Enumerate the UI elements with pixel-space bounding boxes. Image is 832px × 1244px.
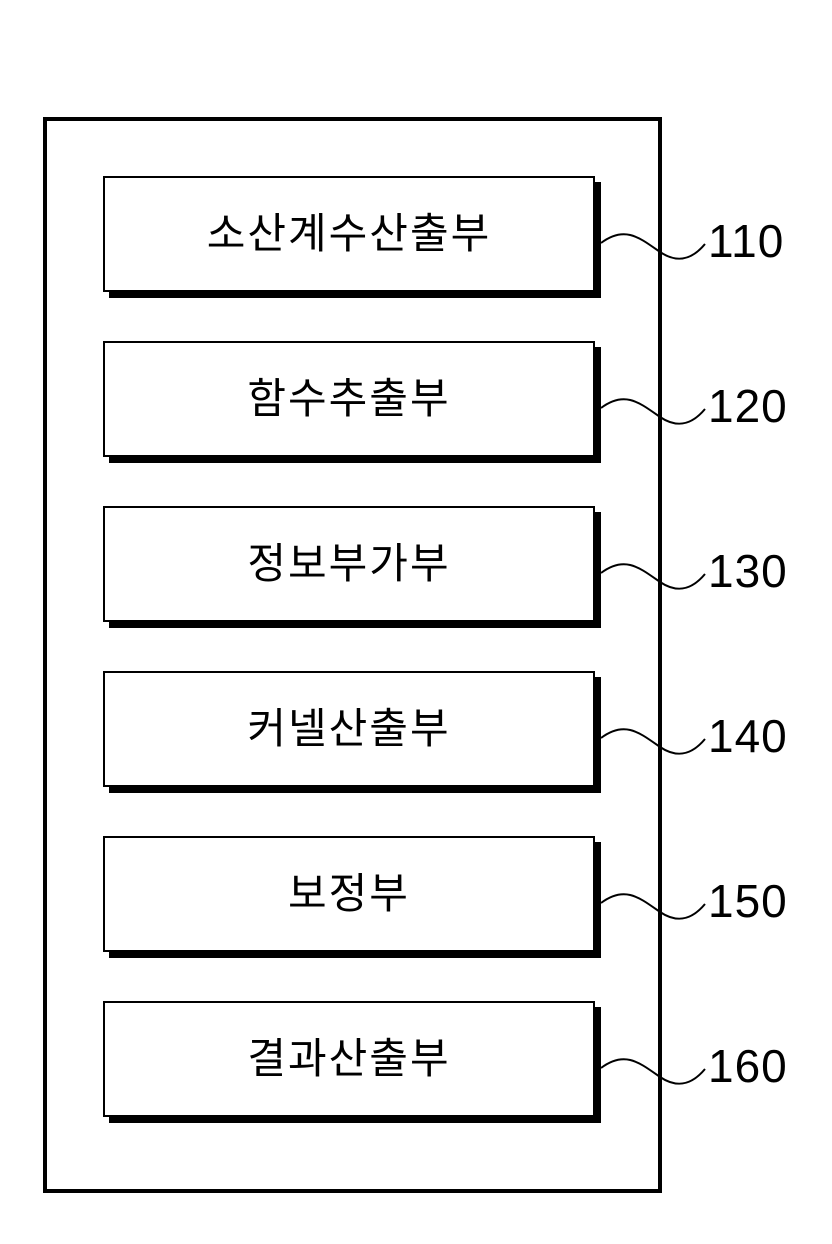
block-label: 결과산출부 <box>247 1034 451 1083</box>
reference-numeral: 110 <box>708 215 785 267</box>
block-function-extractor: 함수추출부 <box>103 341 601 463</box>
block-label: 소산계수산출부 <box>206 209 492 258</box>
device-container-box <box>43 117 662 1193</box>
block-corrector: 보정부 <box>103 836 601 958</box>
block-information-adder: 정보부가부 <box>103 506 601 628</box>
reference-numeral: 150 <box>708 875 788 927</box>
reference-numeral: 130 <box>708 545 788 597</box>
block-label: 함수추출부 <box>247 374 451 423</box>
reference-numeral: 160 <box>708 1040 788 1092</box>
reference-numeral: 120 <box>708 380 788 432</box>
block-label: 커넬산출부 <box>247 704 451 753</box>
reference-numeral: 140 <box>708 710 788 762</box>
block-label: 보정부 <box>288 869 410 918</box>
block-label: 정보부가부 <box>247 539 451 588</box>
block-kernel-calculator: 커넬산출부 <box>103 671 601 793</box>
block-extinction-coefficient-calculator: 소산계수산출부 <box>103 176 601 298</box>
block-result-calculator: 결과산출부 <box>103 1001 601 1123</box>
